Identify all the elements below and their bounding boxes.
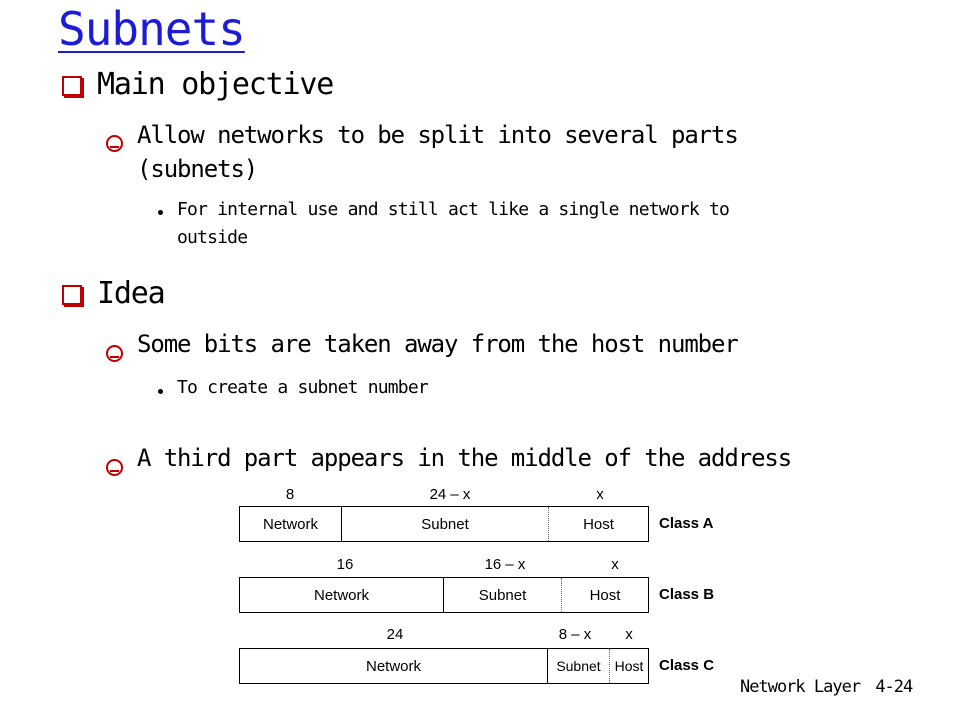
bullet-create-subnet: To create a subnet number bbox=[177, 377, 429, 398]
bullet-square-icon bbox=[62, 76, 82, 96]
footer: Network Layer 4-24 bbox=[740, 677, 913, 697]
bullet-internal-use-cont: outside bbox=[177, 227, 248, 248]
page-title: Subnets bbox=[58, 2, 246, 56]
address-box: Network Subnet Host bbox=[239, 577, 649, 613]
bullet-idea: Idea bbox=[97, 276, 166, 311]
segment-host: Host bbox=[614, 658, 644, 674]
segment-subnet: Subnet bbox=[342, 507, 549, 541]
bullet-internal-use: For internal use and still act like a si… bbox=[177, 199, 730, 220]
label-network-bits: 8 bbox=[285, 486, 295, 503]
bullet-mouse-icon bbox=[106, 459, 123, 476]
class-label: Class B bbox=[659, 586, 715, 603]
label-subnet-bits: 16 – x bbox=[484, 556, 526, 573]
segment-subnet: Subnet bbox=[444, 578, 562, 612]
address-box: Network Subnet Host bbox=[239, 506, 649, 542]
label-host-bits: x bbox=[611, 556, 619, 573]
label-network-bits: 24 bbox=[386, 626, 404, 643]
bullet-dot-icon bbox=[158, 389, 163, 394]
bullet-third-part: A third part appears in the middle of th… bbox=[137, 444, 792, 472]
segment-network: Network bbox=[240, 507, 342, 541]
class-label: Class A bbox=[659, 515, 714, 532]
bullet-split-networks: Allow networks to be split into several … bbox=[137, 121, 739, 149]
label-subnet-bits: 8 – x bbox=[558, 626, 592, 643]
class-label: Class C bbox=[659, 657, 715, 674]
bullet-dot-icon bbox=[158, 210, 163, 215]
bullet-main-objective: Main objective bbox=[97, 67, 334, 102]
footer-chapter: Network Layer bbox=[740, 677, 861, 697]
segment-host: Host bbox=[589, 586, 621, 604]
bullet-mouse-icon bbox=[106, 345, 123, 362]
segment-subnet: Subnet bbox=[548, 649, 610, 683]
footer-page-number: 4-24 bbox=[875, 677, 913, 697]
bullet-mouse-icon bbox=[106, 135, 123, 152]
label-host-bits: x bbox=[596, 486, 604, 503]
segment-network: Network bbox=[240, 578, 444, 612]
label-network-bits: 16 bbox=[336, 556, 354, 573]
bullet-square-icon bbox=[62, 285, 82, 305]
bullet-split-networks-cont: (subnets) bbox=[137, 155, 258, 183]
segment-host: Host bbox=[583, 515, 614, 533]
address-box: Network Subnet Host bbox=[239, 648, 649, 684]
label-subnet-bits: 24 – x bbox=[429, 486, 471, 503]
label-host-bits: x bbox=[625, 626, 633, 643]
segment-network: Network bbox=[240, 649, 548, 683]
bullet-bits-taken: Some bits are taken away from the host n… bbox=[137, 330, 739, 358]
